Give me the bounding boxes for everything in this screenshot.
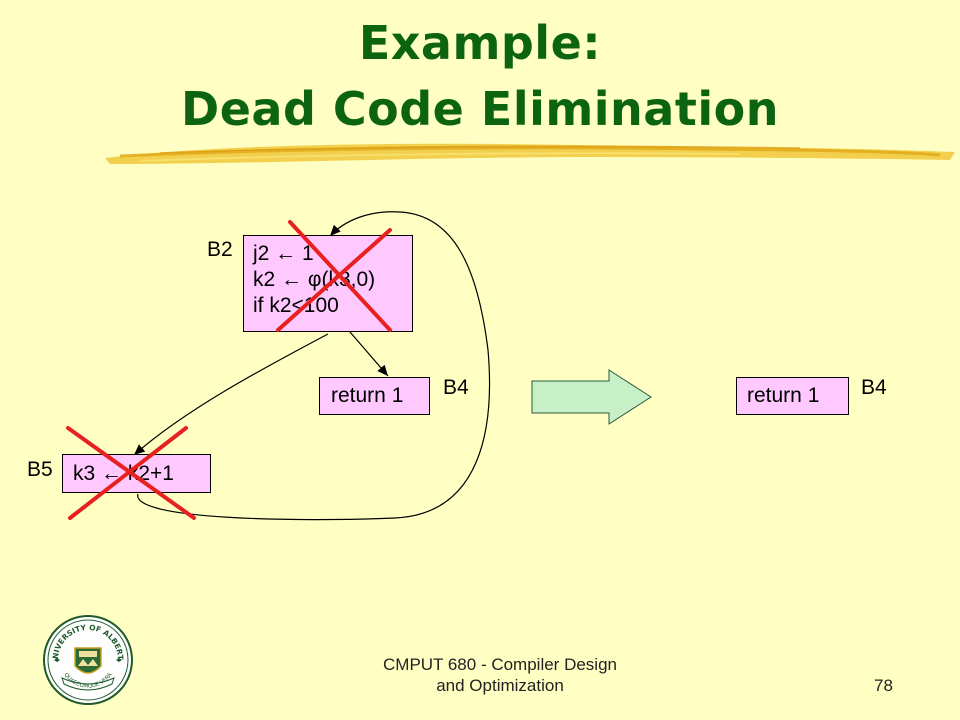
b2-instruction-3: if k2<100 xyxy=(253,294,339,317)
slide-title-line2: Dead Code Elimination xyxy=(181,82,779,136)
slide-title-line1: Example: xyxy=(358,16,602,70)
block-label-b2: B2 xyxy=(207,238,233,261)
b5-instruction: k3 ← k2+1 xyxy=(73,462,174,485)
edge-b2-to-b4 xyxy=(349,331,389,377)
edge-b2-to-b5 xyxy=(133,333,329,456)
page-number: 78 xyxy=(874,676,893,695)
b4-left-instruction: return 1 xyxy=(331,384,404,407)
block-label-b4-left: B4 xyxy=(443,376,469,399)
title-underline-brush xyxy=(105,143,955,164)
basic-block-b5: k3 ← k2+1 xyxy=(62,454,211,493)
footer-course-line2: and Optimization xyxy=(436,676,564,695)
b2-instruction-2: k2 ← φ(k3,0) xyxy=(253,268,376,291)
block-label-b4-right: B4 xyxy=(861,376,887,399)
university-crest-icon: UNIVERSITY OF ALBERTA QUAECUMQUE VERA xyxy=(42,614,133,705)
basic-block-b4-right: return 1 xyxy=(736,377,849,415)
block-label-b5: B5 xyxy=(27,458,53,481)
edge-b5-to-b2-loop xyxy=(137,211,491,521)
basic-block-b4-left: return 1 xyxy=(319,377,430,415)
b4-right-instruction: return 1 xyxy=(747,384,820,407)
b2-instruction-1: j2 ← 1 xyxy=(253,242,314,265)
cross-b5-icon xyxy=(66,426,196,520)
footer-course: CMPUT 680 - Compiler Design and Optimiza… xyxy=(300,654,700,696)
footer-course-line1: CMPUT 680 - Compiler Design xyxy=(383,655,617,674)
cross-b2-icon xyxy=(276,220,392,332)
transform-arrow-icon xyxy=(531,369,652,425)
